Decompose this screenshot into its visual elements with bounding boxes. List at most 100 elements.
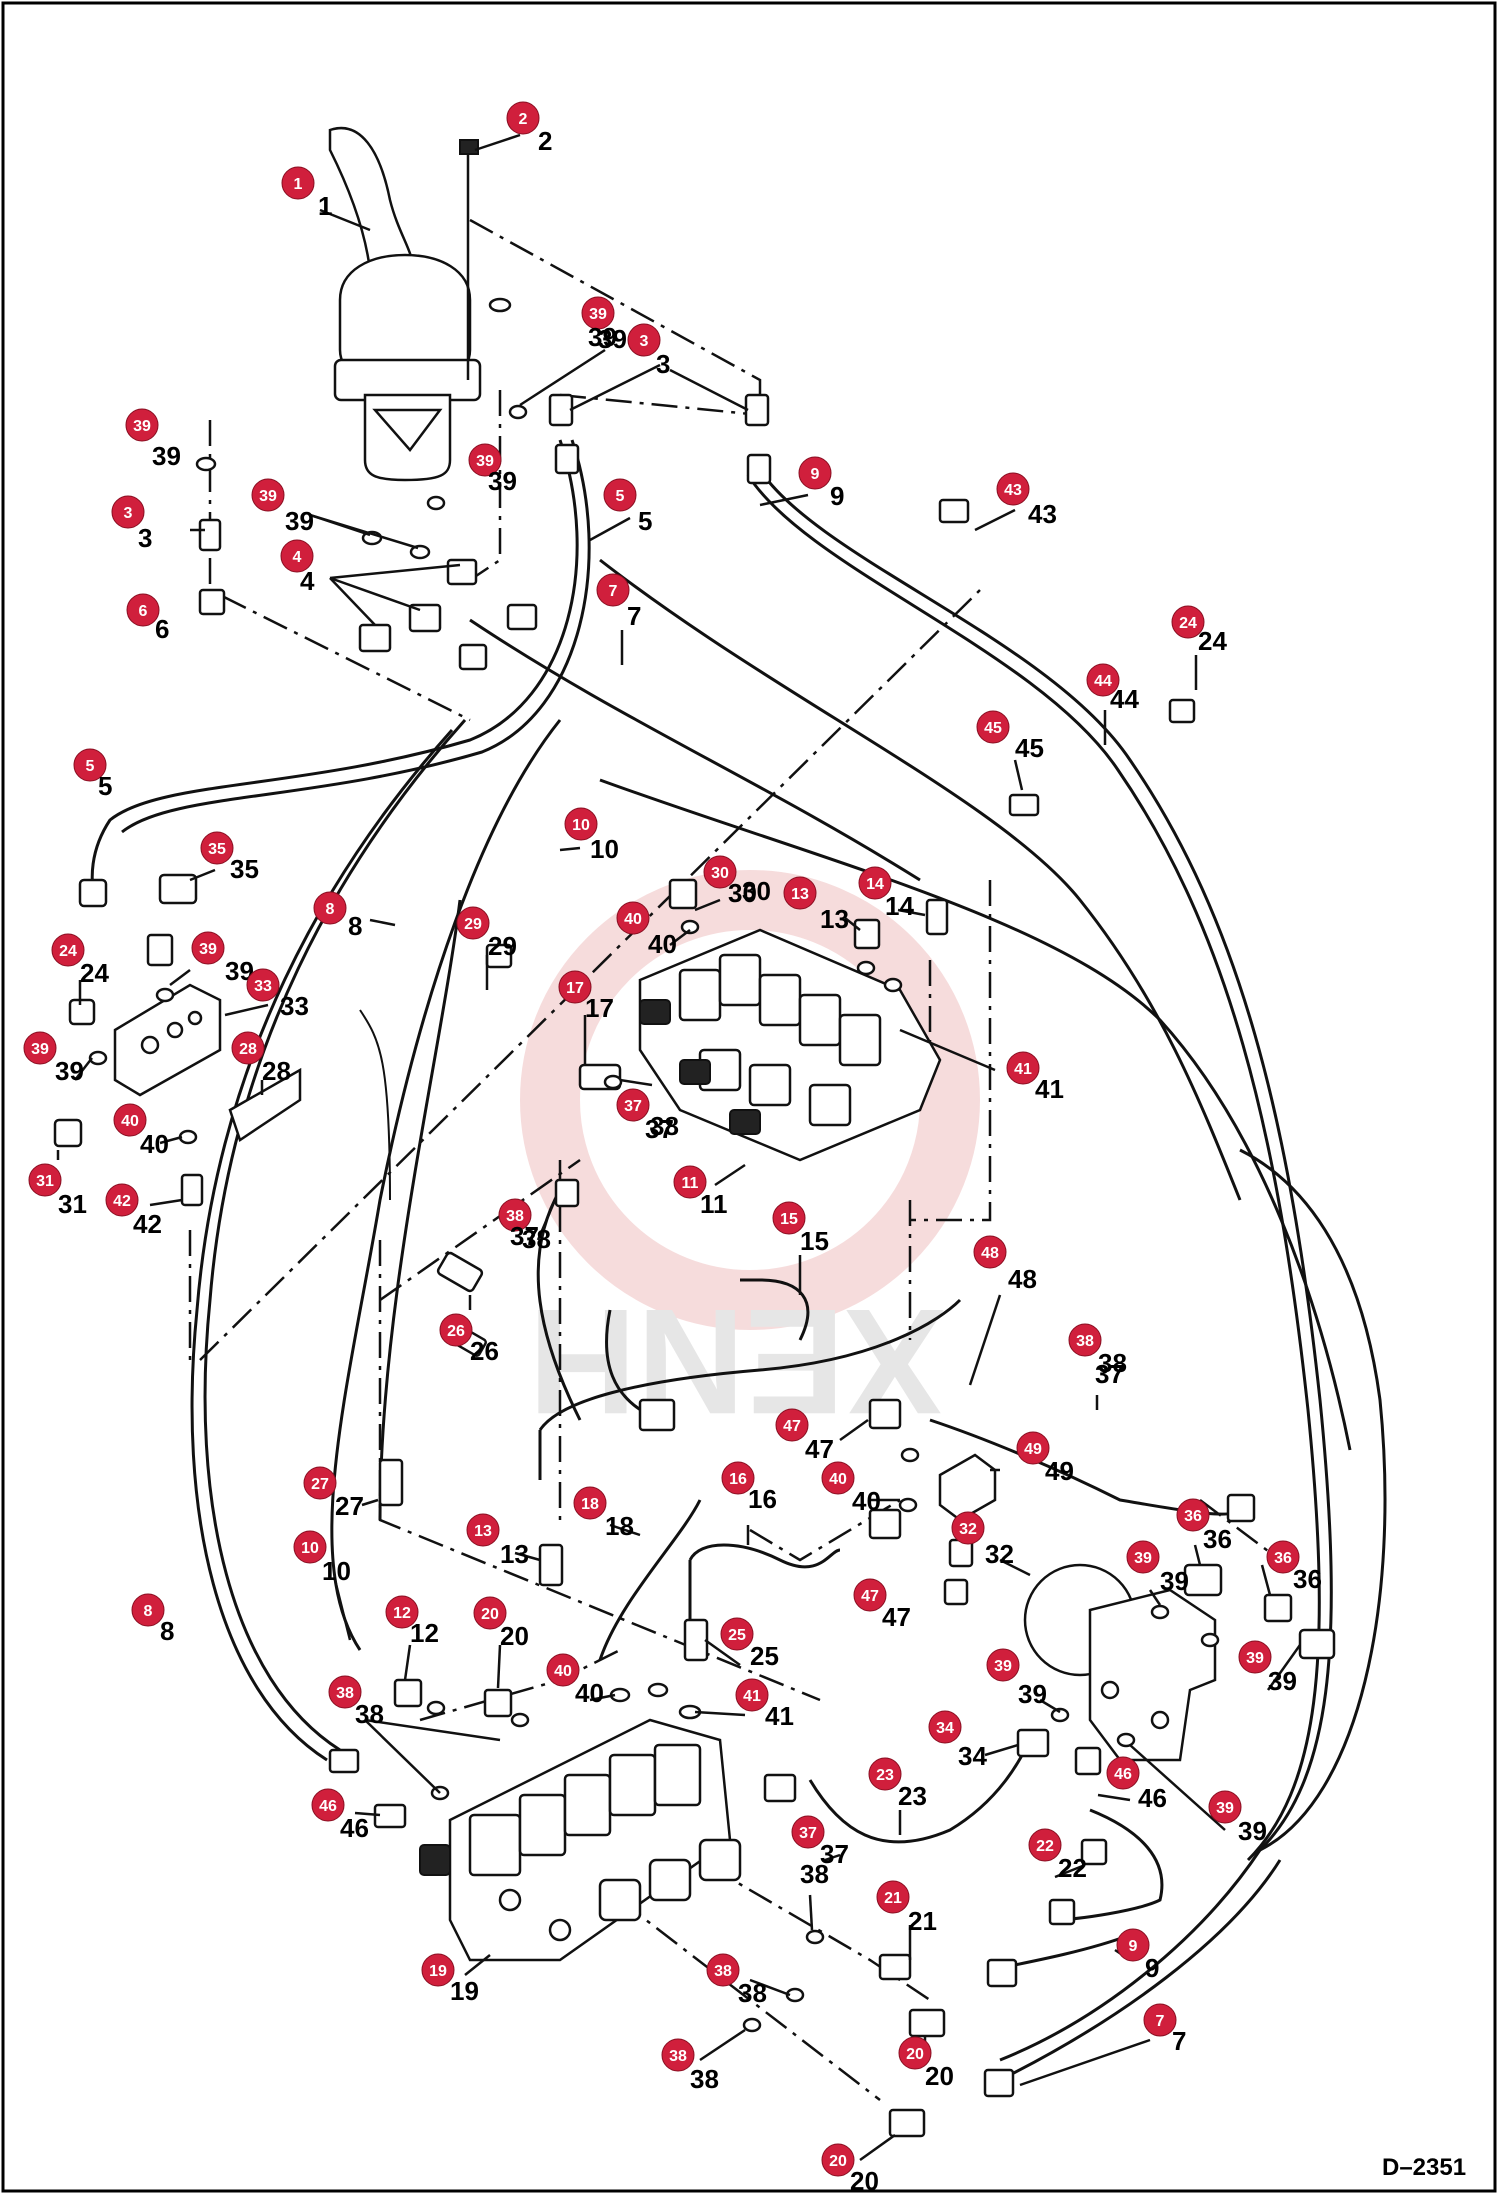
part-number-label: 38 <box>738 1978 767 2008</box>
part-number-label: 43 <box>1028 499 1057 529</box>
callout-number: 40 <box>624 911 642 928</box>
callout-number: 45 <box>984 720 1002 737</box>
callout-marker <box>105 1183 139 1217</box>
callout-8: 88 <box>131 1593 174 1646</box>
part-number-label: 14 <box>885 891 914 921</box>
callout-5: 55 <box>603 478 652 536</box>
callout-9: 99 <box>798 456 844 511</box>
callout-number: 38 <box>669 2048 687 2065</box>
callout-7: 77 <box>1143 2003 1186 2056</box>
callout-number: 47 <box>861 1588 879 1605</box>
callout-marker <box>191 931 225 965</box>
part-number-label: 39 <box>285 506 314 536</box>
part-number-label: 40 <box>648 929 677 959</box>
callout-marker <box>385 1595 419 1629</box>
part-number-label: 41 <box>765 1701 794 1731</box>
part-number-label: 20 <box>850 2166 879 2194</box>
callout-number: 47 <box>783 1418 801 1435</box>
callout-marker <box>23 1031 57 1065</box>
part-number-label: 10 <box>590 834 619 864</box>
callout-number: 2 <box>519 111 528 128</box>
callout-marker <box>775 1408 809 1442</box>
part-number-label: 32 <box>985 1539 1014 1569</box>
part-number-label: 30 <box>742 876 771 906</box>
part-number-label: 4 <box>300 566 315 596</box>
callout-marker <box>720 1617 754 1651</box>
part-number-label: 7 <box>1172 2026 1186 2056</box>
callout-marker <box>313 891 347 925</box>
joystick-assembly <box>328 126 482 482</box>
part-number-label: 23 <box>898 1781 927 1811</box>
callout-number: 17 <box>566 980 584 997</box>
callout-number: 24 <box>1179 615 1197 632</box>
callout-marker <box>951 1511 985 1545</box>
part-number-label: 16 <box>748 1484 777 1514</box>
part-number-label: 34 <box>958 1741 987 1771</box>
callout-marker <box>546 1653 580 1687</box>
callout-marker <box>1208 1790 1242 1824</box>
part-number-label: 37 <box>820 1839 849 1869</box>
callout-number: 34 <box>936 1720 954 1737</box>
part-number-label: 37 <box>510 1221 539 1251</box>
callout-number: 29 <box>464 916 482 933</box>
callout-marker <box>616 901 650 935</box>
hoses <box>90 439 1387 2082</box>
callout-number: 8 <box>144 1603 153 1620</box>
callout-number: 20 <box>829 2153 847 2170</box>
part-number-label: 28 <box>262 1056 291 1086</box>
callout-marker <box>251 478 285 512</box>
callout-40: 40 40 <box>616 901 677 959</box>
part-number-label: 39 <box>152 441 181 471</box>
callout-number: 13 <box>474 1523 492 1540</box>
part-number-label: 30 <box>728 878 757 908</box>
callout-number: 1 <box>294 176 303 193</box>
part-number-label: 19 <box>450 1976 479 2006</box>
part-number-label: 26 <box>470 1336 499 1366</box>
part-number-label: 18 <box>605 1511 634 1541</box>
part-number-label: 39 <box>1018 1679 1047 1709</box>
callout-marker <box>1106 1756 1140 1790</box>
callout-number: 26 <box>447 1323 465 1340</box>
callout-number: 40 <box>829 1471 847 1488</box>
callout-marker <box>706 1953 740 1987</box>
part-number-label: 48 <box>1008 1264 1037 1294</box>
callout-7: 77 <box>596 573 641 631</box>
callout-number: 5 <box>86 758 95 775</box>
callout-number: 39 <box>31 1041 49 1058</box>
callout-marker <box>735 1678 769 1712</box>
part-number-label: 39 <box>1268 1666 1297 1696</box>
callout-marker <box>1028 1828 1062 1862</box>
callout-number: 37 <box>624 1098 642 1115</box>
callout-number: 36 <box>1274 1550 1292 1567</box>
callout-marker <box>439 1313 473 1347</box>
callout-marker <box>506 101 540 135</box>
part-number-label: 33 <box>280 991 309 1021</box>
callout-marker <box>721 1461 755 1495</box>
callout-marker <box>126 593 160 627</box>
callout-marker <box>858 866 892 900</box>
callout-number: 49 <box>1024 1441 1042 1458</box>
part-number-label: 40 <box>575 1678 604 1708</box>
callout-number: 16 <box>729 1471 747 1488</box>
